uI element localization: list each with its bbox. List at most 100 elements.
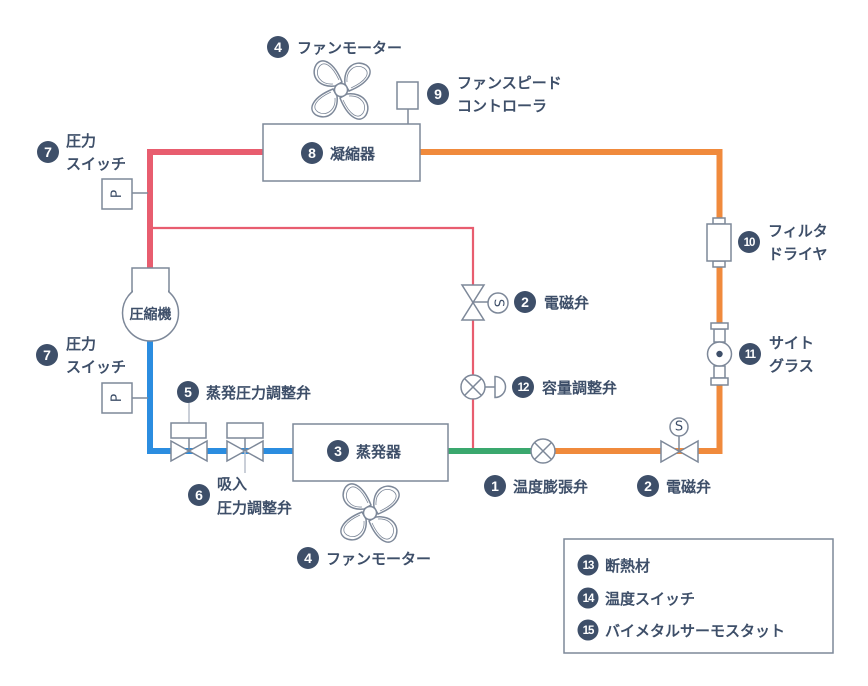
pressure-switch-symbol: P bbox=[109, 394, 125, 402]
label-text: 圧力調整弁 bbox=[217, 499, 292, 517]
badge-8 bbox=[301, 142, 323, 164]
fan-speed-controller-box bbox=[396, 81, 419, 110]
badge-number: 7 bbox=[43, 347, 51, 363]
label-text: スイッチ bbox=[66, 155, 126, 173]
badge-number: 6 bbox=[195, 487, 203, 503]
badge-2 bbox=[637, 475, 659, 497]
badge-number: 11 bbox=[745, 349, 757, 361]
solenoid-valve-upper: S bbox=[460, 284, 509, 321]
label-fan-motor-bottom: 4 ファンモーター bbox=[297, 547, 431, 569]
label-suction-pressure-regulator: 6 吸入 圧力調整弁 bbox=[188, 475, 292, 517]
badge-number: 9 bbox=[434, 86, 442, 102]
expansion-valve bbox=[530, 438, 556, 464]
badge-4 bbox=[267, 36, 289, 58]
label-text: 温度膨張弁 bbox=[513, 478, 588, 496]
badge-number: 2 bbox=[521, 294, 529, 310]
label-text: ファンモーター bbox=[297, 39, 402, 57]
label-text: スイッチ bbox=[66, 358, 126, 376]
legend-frame bbox=[563, 538, 834, 654]
condenser-label: 8 凝縮器 bbox=[301, 142, 376, 164]
condenser-box bbox=[262, 123, 421, 182]
badge-13 bbox=[577, 554, 599, 576]
label-text: ドライヤ bbox=[768, 245, 828, 263]
legend-item: 14 温度スイッチ bbox=[577, 587, 695, 609]
badge-number: 5 bbox=[184, 384, 192, 400]
label-text: ファンモーター bbox=[326, 550, 431, 568]
legend-label: 断熱材 bbox=[605, 557, 650, 575]
compressor-name: 圧縮機 bbox=[130, 306, 172, 323]
label-text: グラス bbox=[769, 357, 814, 375]
pipe-discharge-line bbox=[147, 149, 263, 268]
badge-4 bbox=[297, 547, 319, 569]
pipe-hot-gas-bypass bbox=[150, 226, 475, 451]
label-fan-motor-top: 4 ファンモーター bbox=[267, 36, 402, 58]
badge-number: 14 bbox=[583, 593, 595, 605]
fan-icon bbox=[340, 483, 400, 543]
badge-number: 10 bbox=[744, 237, 755, 249]
badge-2 bbox=[514, 291, 536, 313]
label-filter-dryer: 10 フィルタ ドライヤ bbox=[738, 222, 828, 263]
badge-15 bbox=[577, 619, 599, 641]
label-evap-pressure-regulator: 5 蒸発圧力調整弁 bbox=[177, 381, 311, 403]
label-expansion-valve: 1 温度膨張弁 bbox=[484, 475, 588, 497]
badge-number: 4 bbox=[274, 39, 282, 55]
badge-number: 1 bbox=[491, 478, 499, 494]
label-text: ファンスピード bbox=[457, 74, 562, 92]
label-capacity-regulator: 12 容量調整弁 bbox=[512, 376, 617, 398]
legend-label: 温度スイッチ bbox=[605, 590, 695, 608]
badge-number: 2 bbox=[644, 478, 652, 494]
legend-item: 15 バイメタルサーモスタット bbox=[577, 619, 785, 641]
badge-number: 4 bbox=[304, 550, 312, 566]
sight-glass bbox=[706, 322, 733, 386]
label-solenoid-valve-upper: 2 電磁弁 bbox=[514, 291, 589, 313]
legend-item: 13 断熱材 bbox=[577, 554, 650, 576]
filter-dryer bbox=[706, 217, 732, 268]
label-text: フィルタ bbox=[768, 222, 828, 240]
badge-12 bbox=[512, 376, 534, 398]
capacity-regulator-valve bbox=[460, 374, 507, 400]
evap-pressure-regulator-valve bbox=[170, 403, 208, 463]
fan-icon bbox=[311, 60, 371, 120]
evaporator-label: 3 蒸発器 bbox=[327, 440, 402, 462]
badge-7 bbox=[37, 141, 59, 163]
label-text: コントローラ bbox=[457, 97, 547, 115]
solenoid-valve-lower: S bbox=[660, 417, 699, 464]
label-fan-speed-controller: 9 ファンスピード コントローラ bbox=[427, 74, 562, 115]
label-text: 容量調整弁 bbox=[541, 379, 617, 397]
badge-14 bbox=[577, 587, 599, 609]
badge-7 bbox=[36, 344, 58, 366]
badge-1 bbox=[484, 475, 506, 497]
label-solenoid-valve-lower: 2 電磁弁 bbox=[637, 475, 711, 497]
label-sight-glass: 11 サイト グラス bbox=[739, 334, 814, 375]
label-text: 電磁弁 bbox=[544, 294, 589, 312]
legend-label: バイメタルサーモスタット bbox=[605, 622, 785, 640]
badge-5 bbox=[177, 381, 199, 403]
pressure-switch-high-box bbox=[101, 178, 133, 210]
label-pressure-switch-high: 7 圧力 スイッチ bbox=[37, 132, 126, 173]
condenser-name: 凝縮器 bbox=[330, 145, 376, 163]
badge-number: 13 bbox=[583, 560, 594, 572]
solenoid-symbol: S bbox=[675, 420, 683, 435]
compressor: 圧縮機 bbox=[121, 267, 180, 342]
evaporator-name: 蒸発器 bbox=[356, 443, 402, 461]
suction-pressure-regulator-valve bbox=[226, 422, 264, 473]
pipe-liquid-line bbox=[420, 149, 723, 454]
badge-number: 3 bbox=[334, 443, 342, 459]
badge-11 bbox=[739, 343, 761, 365]
badge-number: 7 bbox=[44, 144, 52, 160]
label-text: 吸入 bbox=[217, 475, 247, 493]
badge-3 bbox=[327, 440, 349, 462]
label-text: 蒸発圧力調整弁 bbox=[206, 384, 311, 402]
label-text: 電磁弁 bbox=[666, 478, 711, 496]
label-text: サイト bbox=[769, 334, 814, 352]
evaporator-box bbox=[292, 423, 449, 482]
badge-number: 8 bbox=[308, 145, 316, 161]
label-pressure-switch-low: 7 圧力 スイッチ bbox=[36, 335, 126, 376]
solenoid-symbol: S bbox=[491, 299, 506, 307]
badge-number: 15 bbox=[583, 625, 595, 637]
badge-9 bbox=[427, 83, 449, 105]
pressure-switch-symbol: P bbox=[109, 190, 125, 198]
badge-10 bbox=[738, 231, 760, 253]
